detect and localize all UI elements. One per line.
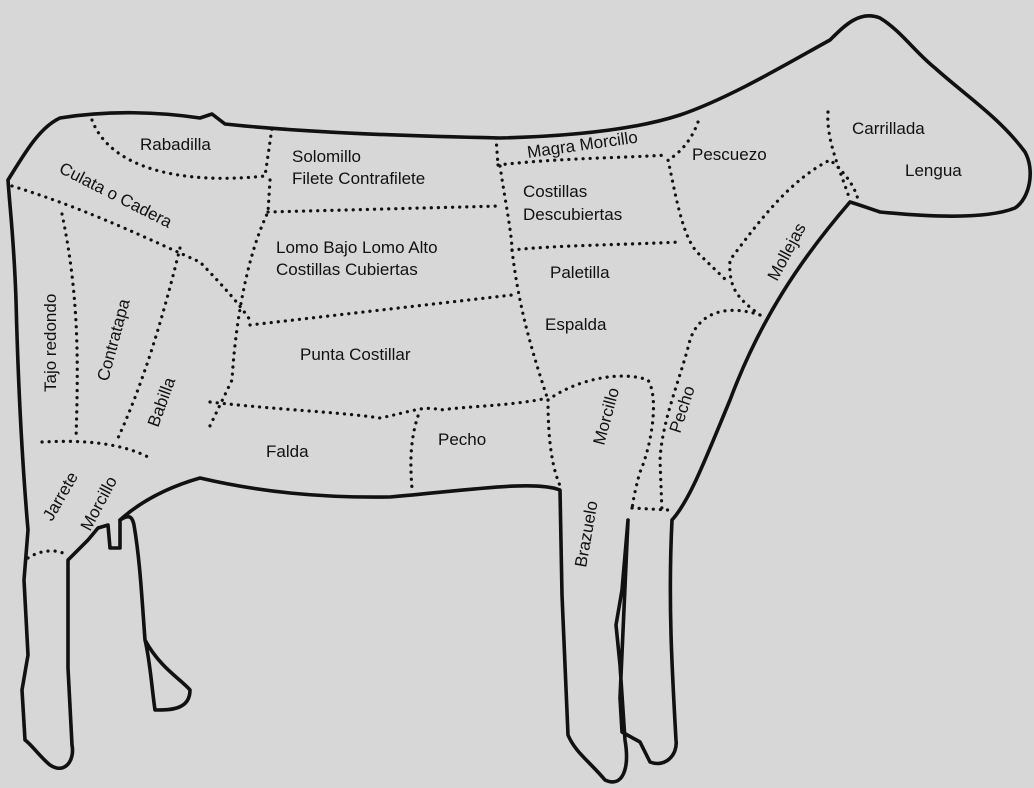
label-solomillo: Solomillo: [292, 147, 361, 166]
label-brazuelo: Brazuelo: [571, 499, 601, 568]
label-pecho-belly: Pecho: [438, 430, 486, 449]
label-mollejas: Mollejas: [764, 220, 810, 284]
label-paletilla: Paletilla: [550, 263, 610, 282]
label-contratapa: Contratapa: [94, 296, 134, 383]
label-costillas: Costillas: [523, 182, 587, 201]
label-pescuezo: Pescuezo: [692, 145, 767, 164]
label-falda: Falda: [266, 442, 309, 461]
label-espalda: Espalda: [545, 315, 607, 334]
label-tajo-redondo: Tajo redondo: [41, 294, 60, 392]
label-punta-costillar: Punta Costillar: [300, 345, 411, 364]
label-babilla: Babilla: [144, 374, 179, 429]
label-rabadilla: Rabadilla: [140, 135, 211, 154]
label-costillas-cubiertas: Costillas Cubiertas: [276, 260, 418, 279]
label-morcillo-hind: Morcillo: [77, 473, 121, 534]
label-lomo-bajo-lomo-alto: Lomo Bajo Lomo Alto: [276, 238, 438, 257]
label-jarrete: Jarrete: [39, 469, 82, 524]
label-lengua: Lengua: [905, 161, 962, 180]
hind-leg-contour: [120, 517, 190, 710]
label-morcillo-front: Morcillo: [590, 386, 624, 447]
label-carrillada: Carrillada: [852, 119, 925, 138]
label-descubiertas: Descubiertas: [523, 205, 622, 224]
label-filete-contrafilete: Filete Contrafilete: [292, 169, 425, 188]
cut-labels: Rabadilla Culata o Cadera Solomillo File…: [39, 119, 962, 569]
